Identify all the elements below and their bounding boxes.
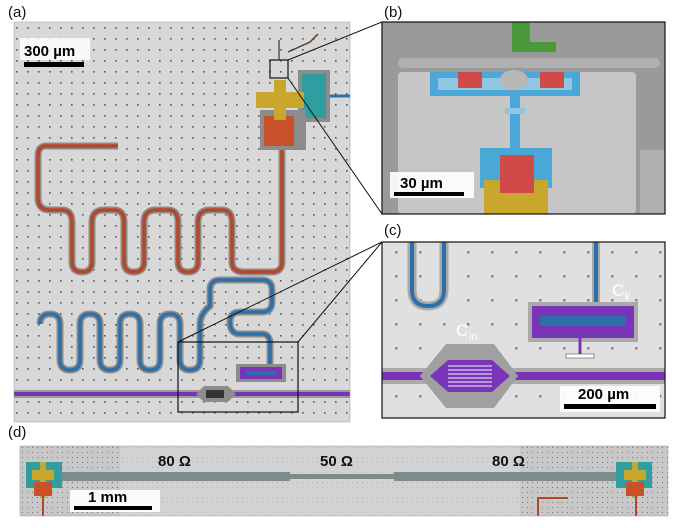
scale-c-text: 200 µm xyxy=(578,386,629,403)
impedance-label-right: 80 Ω xyxy=(492,453,525,470)
ck-label: C xyxy=(612,281,624,300)
panel-b-label: (b) xyxy=(384,4,403,21)
line-80-right xyxy=(394,472,616,481)
panel-d-micrograph: 1 mm 80 Ω 50 Ω 80 Ω xyxy=(20,446,668,516)
panel-c-micrograph: C in C k 200 µm xyxy=(382,242,665,418)
cin-subscript: in xyxy=(469,331,478,343)
panel-d-label: (d) xyxy=(8,424,27,441)
scale-b-text: 30 µm xyxy=(400,175,443,192)
line-80-left xyxy=(60,472,290,481)
panel-c-label: (c) xyxy=(384,222,402,239)
panel-c-frame xyxy=(381,241,666,419)
scale-a-text: 300 µm xyxy=(24,43,75,60)
cin-label: C xyxy=(456,321,468,340)
panel-b-micrograph: 30 µm xyxy=(382,22,665,214)
feedline xyxy=(14,392,350,396)
impedance-label-left: 80 Ω xyxy=(158,453,191,470)
panel-a-label: (a) xyxy=(8,4,27,21)
panel-b-frame xyxy=(381,21,666,215)
impedance-label-middle: 50 Ω xyxy=(320,453,353,470)
panel-a-micrograph: 300 µm xyxy=(14,22,350,422)
scale-d-text: 1 mm xyxy=(88,489,127,506)
line-50 xyxy=(290,474,394,479)
zoom-box-c xyxy=(177,341,299,413)
ck-subscript: k xyxy=(625,291,631,303)
red-pad xyxy=(264,116,294,146)
